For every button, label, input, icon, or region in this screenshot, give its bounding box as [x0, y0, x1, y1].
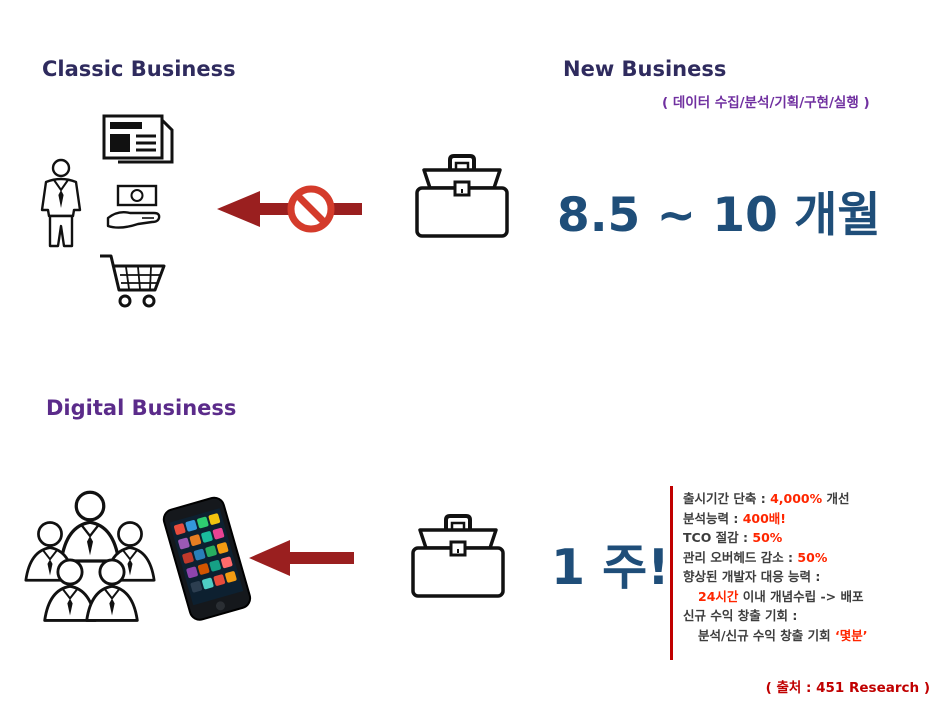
benefit-line: 관리 오버헤드 감소 : 50%	[683, 548, 941, 568]
benefit-line: 출시기간 단축 : 4,000% 개선	[683, 489, 941, 509]
shopping-cart-icon	[98, 250, 170, 312]
benefit-line: TCO 절감 : 50%	[683, 528, 941, 548]
digital-business-title: Digital Business	[46, 396, 237, 420]
benefit-text: 출시기간 단축 :	[683, 491, 771, 506]
benefit-line: 분석/신규 수익 창출 기회 ‘몇분’	[683, 626, 941, 646]
benefit-highlight: ‘몇분’	[834, 627, 868, 643]
benefit-highlight: 50%	[752, 530, 783, 545]
benefit-text: TCO 절감 :	[683, 530, 753, 545]
new-business-duration: 8.5 ~ 10 개월	[557, 188, 881, 243]
benefit-text: 관리 오버헤드 감소 :	[683, 549, 798, 565]
money-hand-icon	[102, 182, 172, 234]
source-citation: ( 출처 : 451 Research )	[765, 680, 930, 696]
benefit-text: 개선	[822, 491, 850, 506]
new-business-title: New Business	[563, 57, 727, 81]
digital-business-duration: 1 주!	[551, 539, 670, 596]
no-entry-icon	[286, 184, 336, 234]
benefit-text: 신규 수익 창출 기회 :	[683, 608, 798, 623]
benefit-line: 24시간 이내 개념수립 -> 배포	[683, 587, 941, 607]
benefit-text: 향상된 개발자 대응 능력 :	[683, 569, 821, 584]
people-group-icon	[24, 486, 156, 636]
benefit-highlight: 50%	[797, 549, 828, 565]
benefit-text: 분석능력 :	[683, 510, 743, 526]
benefit-highlight: 24시간	[698, 588, 739, 604]
benefit-line: 신규 수익 창출 기회 :	[683, 606, 941, 626]
classic-business-title: Classic Business	[42, 57, 236, 81]
newspaper-icon	[100, 112, 176, 168]
new-business-subtitle: ( 데이터 수집/분석/기획/구현/실행 )	[662, 95, 870, 111]
briefcase-icon	[412, 152, 512, 242]
benefit-line: 분석능력 : 400배!	[683, 509, 941, 529]
benefit-text: 분석/신규 수익 창출 기회	[698, 627, 835, 643]
red-divider-line	[670, 486, 673, 660]
smartphone-icon	[156, 496, 256, 622]
benefit-highlight: 4,000%	[770, 491, 823, 506]
briefcase-icon	[408, 512, 508, 602]
benefit-text: 이내 개념수립 -> 배포	[738, 588, 864, 604]
benefit-highlight: 400배!	[742, 510, 786, 526]
arrow-left-icon	[246, 537, 354, 579]
benefit-line: 향상된 개발자 대응 능력 :	[683, 567, 941, 587]
businessman-icon	[38, 158, 84, 250]
